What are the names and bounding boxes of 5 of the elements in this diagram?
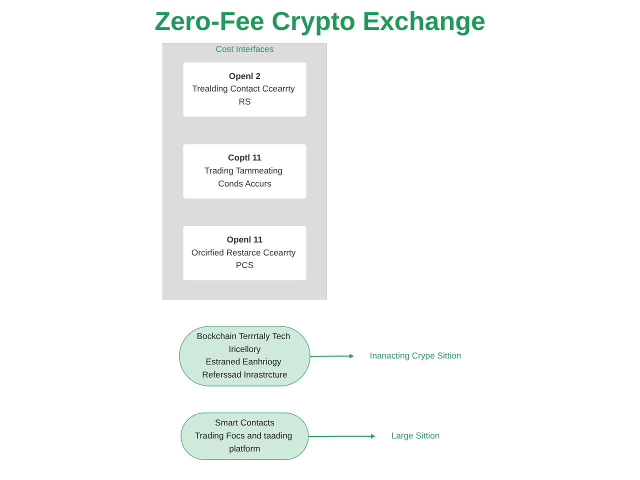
node-text: Inanacting Crype Sittion bbox=[370, 351, 462, 360]
arrow bbox=[308, 434, 376, 439]
node-text: Large Sittion bbox=[391, 431, 440, 441]
diagram-title: Zero-Fee Crypto Exchange bbox=[154, 6, 486, 37]
arrow bbox=[310, 354, 354, 358]
